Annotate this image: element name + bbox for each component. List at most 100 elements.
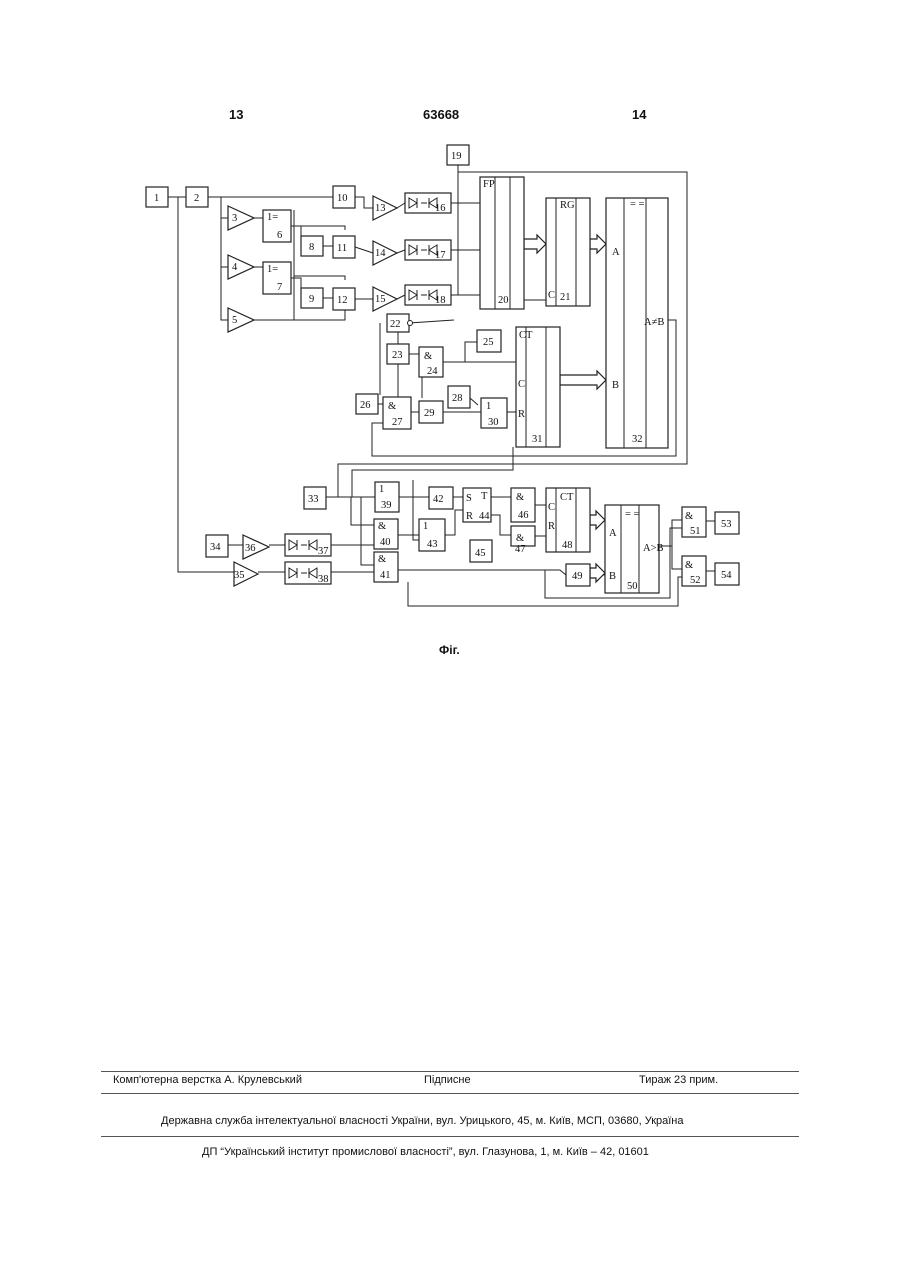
block-33: 33: [304, 487, 326, 509]
block-label: 23: [392, 350, 403, 361]
block-22: 22: [387, 314, 409, 332]
wire: [351, 497, 374, 525]
block-label: 54: [721, 570, 732, 581]
wire: [254, 310, 345, 320]
block-label: 30: [488, 417, 499, 428]
block-label: &: [516, 533, 524, 544]
block-6: 1=6: [263, 210, 291, 242]
block-28: 28: [448, 386, 470, 408]
block-label: 1: [379, 484, 384, 495]
wire: [291, 226, 301, 246]
block-8: 8: [301, 236, 323, 256]
wire: [398, 570, 566, 575]
block-54: 54: [715, 563, 739, 585]
block-3: 3: [228, 206, 254, 230]
block-46: & 46: [511, 488, 535, 522]
block-label: 15: [375, 294, 386, 305]
block-14: 14: [373, 241, 397, 265]
data-bus-arrow: [590, 511, 605, 529]
block-label: 35: [234, 570, 245, 581]
wire: [409, 320, 454, 323]
block-26: 26: [356, 394, 378, 414]
block-label: 39: [381, 500, 392, 511]
block-label: 32: [632, 434, 643, 445]
wire: [294, 276, 345, 280]
wire: [383, 332, 398, 405]
block-label: 14: [375, 248, 386, 259]
block-38: 38: [285, 562, 331, 585]
block-label: &: [424, 351, 432, 362]
block-label: A≠B: [644, 317, 664, 328]
block-label: C: [548, 502, 555, 513]
block-label: 17: [435, 250, 446, 261]
block-5: 5: [228, 308, 254, 332]
block-label: 21: [560, 292, 571, 303]
block-40: &40: [374, 519, 398, 549]
block-label: B: [612, 380, 619, 391]
signature-status: Підписне: [424, 1074, 471, 1086]
block-label: 9: [309, 294, 314, 305]
block-label: 33: [308, 494, 319, 505]
block-label: 49: [572, 571, 583, 582]
wire: [397, 250, 405, 253]
block-47: &47: [511, 526, 535, 555]
wire: [355, 247, 373, 253]
block-42: 42: [429, 487, 453, 509]
block-35: 35: [234, 562, 258, 586]
block-label: A>B: [643, 543, 664, 554]
block-label: 20: [498, 295, 509, 306]
footer-rule-top: [101, 1071, 799, 1072]
block-23: 23: [387, 344, 409, 364]
block-51: &51: [682, 507, 706, 537]
wire: [672, 546, 682, 569]
wire: [445, 510, 463, 535]
wire: [355, 197, 373, 208]
block-label: C: [518, 379, 525, 390]
block-34: 34: [206, 535, 228, 557]
block-19: 19: [447, 145, 469, 165]
block-label: &: [516, 492, 524, 503]
block-25: 25: [477, 330, 501, 352]
block-49: 49: [566, 564, 590, 586]
block-label: = =: [625, 509, 640, 520]
block-label: 13: [375, 203, 386, 214]
block-53: 53: [715, 512, 739, 534]
block-32: = =ABA≠B32: [606, 198, 668, 448]
block-label: 1: [486, 401, 491, 412]
block-29: 29: [419, 401, 443, 423]
block-label: 27: [392, 417, 403, 428]
block-label: = =: [630, 199, 645, 210]
block-label: 3: [232, 213, 237, 224]
block-label: 51: [690, 526, 701, 537]
block-label: 16: [435, 203, 446, 214]
block-label: 26: [360, 400, 371, 411]
block-label: 5: [232, 315, 237, 326]
block-9: 9: [301, 288, 323, 308]
block-31: CTCR31: [516, 327, 560, 447]
block-label: 46: [518, 510, 529, 521]
figure-caption: Фіг.: [439, 643, 460, 657]
block-label: R: [548, 521, 555, 532]
agency-address: Державна служба інтелектуальної власност…: [161, 1115, 684, 1127]
diagram-blocks: 123451=61=78910111213141516171819FP20RGC…: [146, 145, 739, 593]
block-label: A: [609, 528, 617, 539]
block-label: 50: [627, 581, 638, 592]
block-label: &: [378, 521, 386, 532]
block-label: 53: [721, 519, 732, 530]
data-bus-arrow: [590, 564, 605, 582]
block-label: &: [388, 401, 396, 412]
block-label: 24: [427, 366, 438, 377]
block-2: 2: [186, 187, 208, 207]
block-label: S: [466, 493, 472, 504]
block-41: &41: [374, 552, 398, 582]
block-label: 1: [423, 521, 428, 532]
block-label: 19: [451, 151, 462, 162]
data-bus-arrow: [590, 235, 606, 253]
block-12: 12: [333, 288, 355, 310]
block-label: 44: [479, 511, 490, 522]
block-label: CT: [519, 330, 533, 341]
block-label: 1=: [267, 264, 278, 275]
block-label: 12: [337, 295, 348, 306]
block-label: T: [481, 491, 488, 502]
wire: [413, 480, 419, 540]
